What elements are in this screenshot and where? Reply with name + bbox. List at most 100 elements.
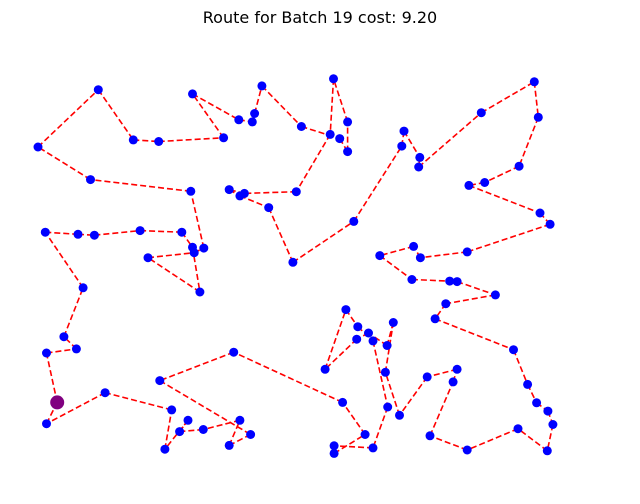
route-segment: [140, 229, 182, 233]
route-segment: [466, 427, 519, 451]
customer-node: [476, 108, 486, 118]
customer-node: [448, 377, 458, 387]
route-segment: [292, 220, 355, 263]
customer-node: [542, 446, 552, 456]
route-segment: [353, 145, 403, 222]
route-segment: [190, 191, 205, 249]
customer-node: [452, 277, 462, 287]
route-segment: [332, 78, 349, 123]
customer-node: [78, 283, 88, 293]
route-segment: [445, 294, 496, 305]
customer-node: [189, 248, 199, 258]
customer-node: [480, 178, 490, 187]
customer-node: [441, 299, 451, 309]
route-segment: [203, 419, 241, 431]
route-segment: [45, 231, 79, 236]
route-segment: [512, 349, 529, 385]
customer-node: [523, 379, 533, 389]
customer-node: [154, 137, 164, 146]
customer-node: [375, 251, 385, 261]
route-segment: [63, 287, 84, 337]
customer-node: [462, 445, 472, 455]
route-segment: [94, 229, 141, 236]
customer-node: [341, 305, 351, 315]
customer-node: [368, 336, 378, 346]
customer-node: [224, 185, 234, 195]
customer-node: [329, 74, 338, 84]
customer-node: [353, 322, 363, 332]
customer-node: [543, 406, 553, 416]
customer-node: [195, 287, 205, 297]
customer-node: [288, 257, 298, 267]
route-segment: [329, 78, 335, 135]
route-segment: [104, 391, 172, 411]
route-segment: [420, 251, 468, 259]
customer-node: [462, 247, 472, 257]
route-segment: [411, 278, 450, 282]
customer-node: [513, 424, 523, 434]
customer-node: [395, 410, 404, 420]
customer-node: [407, 275, 417, 284]
customer-node: [186, 186, 196, 196]
depot-marker-group: [50, 395, 65, 410]
customer-node: [229, 347, 239, 357]
route-segment: [191, 247, 201, 293]
route-segment: [158, 137, 224, 143]
route-segment: [253, 85, 263, 114]
customer-node: [40, 227, 50, 237]
customer-node: [329, 441, 339, 451]
customer-node: [383, 402, 393, 412]
customer-node: [42, 348, 51, 358]
customer-node: [246, 430, 256, 439]
route-segment: [456, 280, 496, 296]
customer-node: [93, 85, 103, 95]
route-segment: [324, 309, 347, 370]
customer-node: [135, 226, 145, 236]
customer-node: [529, 77, 539, 87]
customer-node: [160, 444, 170, 454]
route-segment: [427, 368, 458, 378]
customer-node: [338, 397, 348, 407]
customer-node: [548, 420, 558, 429]
customer-node: [490, 290, 500, 300]
customer-node: [264, 203, 274, 213]
customer-node: [73, 229, 83, 239]
customer-node: [533, 112, 543, 122]
customer-node: [175, 427, 185, 437]
customer-node: [349, 216, 359, 226]
route-segment: [37, 89, 99, 148]
customer-node: [464, 180, 474, 190]
customer-node: [143, 253, 153, 263]
route-nodes: [33, 74, 558, 458]
route-segment: [164, 409, 173, 450]
route-segment: [45, 352, 58, 403]
route-segment: [233, 351, 343, 404]
customer-node: [128, 135, 138, 145]
customer-node: [430, 314, 440, 324]
customer-node: [382, 341, 392, 350]
customer-node: [224, 440, 234, 450]
route-segment: [261, 85, 302, 128]
route-segment: [480, 81, 535, 114]
customer-node: [380, 367, 390, 377]
customer-node: [320, 364, 330, 374]
route-segment: [398, 376, 428, 416]
route-segment: [147, 251, 195, 259]
route-segment: [301, 125, 340, 140]
customer-node: [415, 253, 425, 263]
customer-node: [235, 415, 245, 425]
route-segment: [324, 338, 358, 370]
customer-node: [368, 443, 378, 453]
customer-node: [532, 398, 542, 408]
customer-node: [219, 133, 229, 143]
route-lines: [37, 78, 554, 455]
route-segment: [429, 435, 468, 451]
customer-node: [414, 162, 424, 172]
customer-node: [445, 276, 455, 286]
customer-node: [397, 141, 407, 151]
customer-node: [183, 415, 193, 425]
route-segment: [97, 89, 134, 141]
route-segment: [341, 401, 366, 435]
route-segment: [90, 178, 191, 193]
